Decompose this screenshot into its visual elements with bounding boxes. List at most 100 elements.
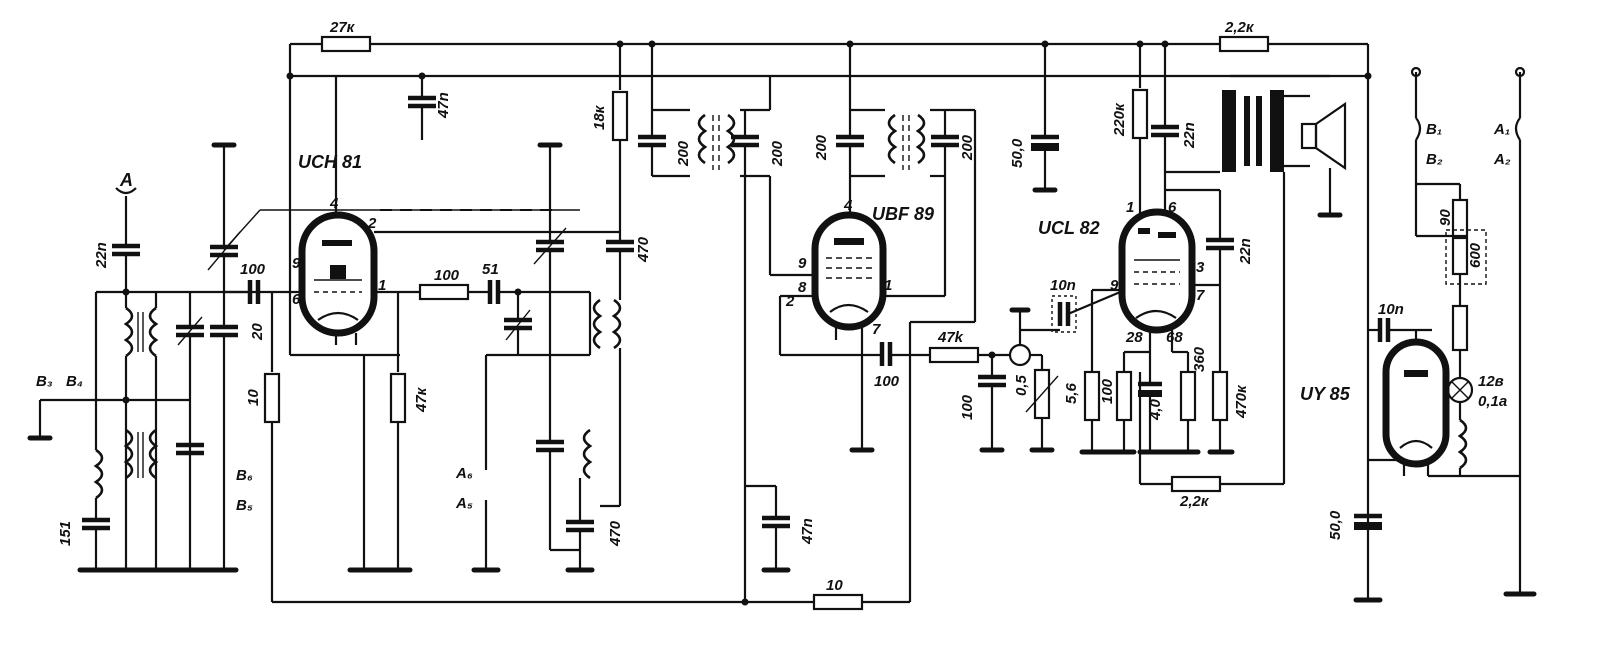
resistor-27k: 27к xyxy=(320,19,372,53)
resistor-470k-label: 470к xyxy=(1233,384,1250,419)
detector-network: 100 47k 100 0,5 10n xyxy=(874,277,1126,453)
resistor-100-mid: 100 51 xyxy=(418,261,590,304)
resistor-10-bottom-label: 10 xyxy=(826,577,843,594)
uch-pin-9: 9 xyxy=(292,255,301,272)
capacitor-100-grid: 100 xyxy=(224,261,300,304)
resistor-2k2-bottom-label: 2,2к xyxy=(1179,493,1210,510)
uch-pin-4: 4 xyxy=(329,195,339,212)
mains-section: B₁ B₂ 90 600 12в 0,1a A₁ A₂ xyxy=(1410,66,1537,597)
switch-b3-label: B₃ xyxy=(36,373,53,390)
ubf-pin-7: 7 xyxy=(872,321,881,338)
lamp-label-voltage: 12в xyxy=(1478,373,1504,390)
ucl-pin-28: 28 xyxy=(1125,329,1143,346)
uch-pin-6: 6 xyxy=(292,291,301,308)
capacitor-200-1-label: 200 xyxy=(675,140,692,167)
resistor-100-mid-label: 100 xyxy=(434,267,460,284)
resistor-56-label: 5,6 xyxy=(1063,382,1080,404)
capacitor-10n-uy-label: 10n xyxy=(1378,301,1404,318)
capacitor-470-bot-label: 470 xyxy=(607,520,624,547)
ucl-pin-6: 6 xyxy=(1168,199,1177,216)
resistor-220k-label: 220к xyxy=(1111,102,1128,137)
ucl-pin-1: 1 xyxy=(1126,199,1134,216)
capacitor-47n-top: 47n xyxy=(408,76,452,140)
ucl-pin-9: 9 xyxy=(1110,277,1119,294)
tube-ubf89: 200 200 UBF 89 4 9 8 2 1 7 xyxy=(768,44,976,453)
ubf-pin-2: 2 xyxy=(785,293,795,310)
capacitor-47n-bottom: 47n xyxy=(745,484,816,573)
antenna-label: A xyxy=(119,170,133,190)
resistor-2k2-top: 2,2к xyxy=(1218,19,1270,53)
ucl-pin-3: 3 xyxy=(1196,259,1205,276)
capacitor-200-4-label: 200 xyxy=(959,134,976,161)
antenna-section: A 22n 151 B₃ B₄ xyxy=(27,142,580,573)
switch-b1-label: B₁ xyxy=(1426,121,1442,138)
switch-b4-label: B₄ xyxy=(66,373,83,390)
tube-ucl82: 220к 22n 22n UCL 82 1 6 9 3 7 28 68 xyxy=(1038,44,1254,372)
capacitor-51-label: 51 xyxy=(482,261,499,278)
ucl-cathode-network: 5,6 100 4,0 360 470к 2,2к xyxy=(1063,172,1286,510)
resistor-600-label: 600 xyxy=(1467,242,1484,268)
capacitor-50-mid: 50,0 xyxy=(1009,44,1059,193)
ucl-pin-7: 7 xyxy=(1196,287,1205,304)
capacitor-20-label: 20 xyxy=(249,323,266,341)
resistor-100-ucl-label: 100 xyxy=(1099,378,1116,404)
capacitor-22n-ucl-label: 22n xyxy=(1237,238,1254,265)
uch-pin-2: 2 xyxy=(367,215,377,232)
tube-uch81-label: UCH 81 xyxy=(298,152,362,172)
resistor-47k-cathode: 47к xyxy=(347,292,430,573)
top-rail xyxy=(286,40,1372,600)
ubf-pin-1: 1 xyxy=(884,277,892,294)
resistor-18k: 18к xyxy=(591,44,629,142)
resistor-90-label: 90 xyxy=(1437,209,1454,226)
if-transformer-1: 200 200 xyxy=(638,44,786,600)
resistor-10-left-label: 10 xyxy=(245,389,262,406)
ubf-pin-4: 4 xyxy=(843,197,853,214)
uch-pin-1: 1 xyxy=(378,277,386,294)
tube-ubf89-label: UBF 89 xyxy=(872,204,934,224)
capacitor-200-3-label: 200 xyxy=(813,134,830,161)
ubf-pin-8: 8 xyxy=(798,279,807,296)
capacitor-100-grid-label: 100 xyxy=(240,261,266,278)
resistor-2k2-top-label: 2,2к xyxy=(1224,19,1255,36)
resistor-360-label: 360 xyxy=(1191,346,1208,372)
capacitor-22n-ant-label: 22n xyxy=(93,242,110,269)
capacitor-47n-top-label: 47n xyxy=(435,92,452,119)
capacitor-151-label: 151 xyxy=(57,521,74,546)
resistor-10-bottom: 10 xyxy=(272,110,977,611)
ubf-pin-9: 9 xyxy=(798,255,807,272)
switch-b5-label: B₅ xyxy=(236,497,253,514)
capacitor-40-label: 4,0 xyxy=(1147,398,1164,421)
ucl-pin-68: 68 xyxy=(1166,329,1183,346)
switch-a6-label: A₆ xyxy=(455,465,473,482)
resistor-18k-label: 18к xyxy=(591,104,608,130)
capacitor-50-bottom: 50,0 xyxy=(1327,510,1383,603)
switch-a5-label: A₅ xyxy=(455,495,473,512)
capacitor-10n-ucl-label: 10n xyxy=(1050,277,1076,294)
capacitor-200-2-label: 200 xyxy=(769,140,786,167)
tube-uy85: UY 85 10n xyxy=(1300,301,1520,478)
resistor-47k-cathode-label: 47к xyxy=(413,386,430,413)
oscillator-section: A₆ A₅ 470 470 xyxy=(455,130,652,573)
capacitor-22n-out-label: 22n xyxy=(1181,122,1198,149)
tube-uch81: UCH 81 4 2 9 6 1 xyxy=(290,76,620,357)
output-transformer xyxy=(1222,74,1330,172)
tube-ucl82-label: UCL 82 xyxy=(1038,218,1100,238)
switch-a2-label: A₂ xyxy=(1493,151,1511,168)
capacitor-100-det-label: 100 xyxy=(874,373,900,390)
resistor-10-left: 10 xyxy=(245,292,281,602)
capacitor-50-bottom-label: 50,0 xyxy=(1327,510,1344,540)
capacitor-100-det2-label: 100 xyxy=(959,394,976,420)
switch-b2-label: B₂ xyxy=(1426,151,1443,168)
speaker-icon xyxy=(1300,101,1347,218)
resistor-47k-det-label: 47k xyxy=(937,329,964,346)
capacitor-47n-bottom-label: 47n xyxy=(799,518,816,545)
resistor-27k-label: 27к xyxy=(329,19,356,36)
potentiometer-05-label: 0,5 xyxy=(1013,374,1030,396)
lamp-label-current: 0,1a xyxy=(1478,393,1507,410)
capacitor-470-top-label: 470 xyxy=(635,236,652,263)
switch-a1-label: A₁ xyxy=(1493,121,1510,138)
tube-uy85-label: UY 85 xyxy=(1300,384,1351,404)
switch-b6-label: B₆ xyxy=(236,467,253,484)
capacitor-50-mid-label: 50,0 xyxy=(1009,138,1026,168)
